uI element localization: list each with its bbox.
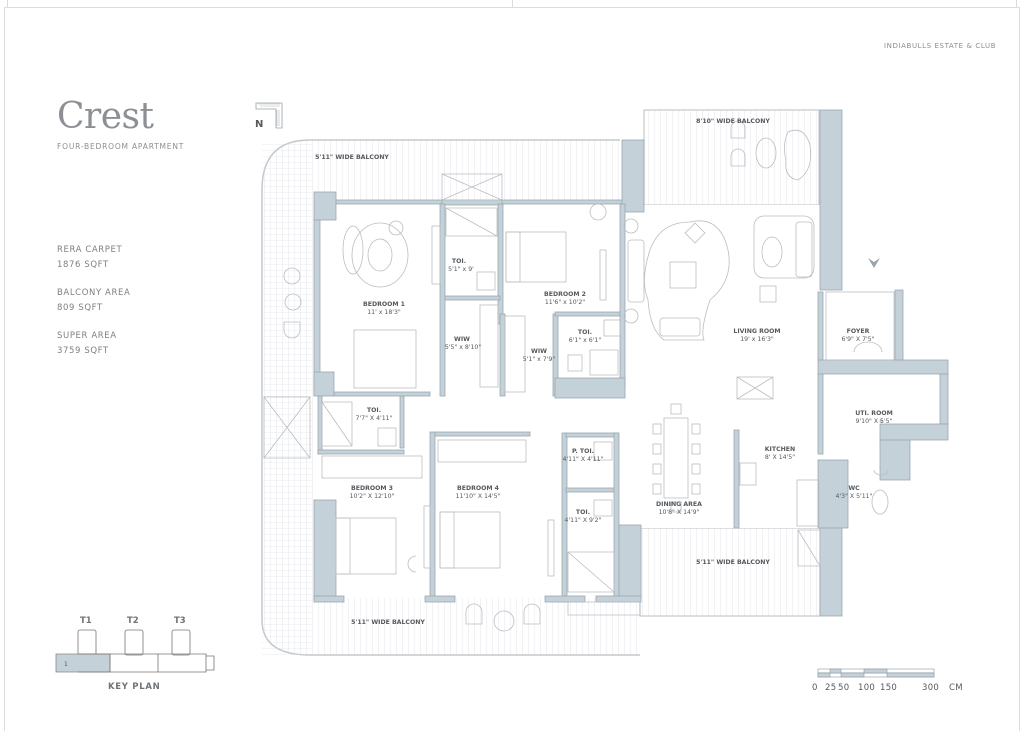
scale-tick: 150 [880,683,898,693]
key-plan-label: KEY PLAN [108,682,161,692]
key-plan-unit-number: 1 [64,661,68,668]
ptoi-size: 4'11" X 4'11" [563,456,604,463]
scale-tick: 25 [825,683,837,693]
toi2-label: TOI. [578,329,592,336]
foyer-size: 6'9" X 7'5" [841,336,874,343]
balcony-se-label: 5'11" WIDE BALCONY [696,559,770,566]
area-stats: RERA CARPET 1876 SQFT BALCONY AREA 809 S… [57,243,130,372]
north-compass-icon: N [255,102,283,130]
entry-arrow-icon [868,258,880,268]
balcony-ne-label: 8'10" WIDE BALCONY [696,118,770,125]
living-room-label: LIVING ROOM [733,328,780,335]
wiw2-size: 5'1" x 7'9" [523,356,556,363]
stat-value: 3759 SQFT [57,346,109,356]
wc-label: WC [848,485,860,492]
scale-unit: CM [949,683,963,693]
page-title: Crest [57,96,154,137]
compass-label: N [255,119,263,130]
frame-right-mark [1016,0,1017,7]
stat-label: RERA CARPET [57,245,123,255]
dining-size: 10'8" X 14'9" [659,509,700,516]
stat-label: SUPER AREA [57,331,117,341]
stat-value: 1876 SQFT [57,260,109,270]
room-labels: 5'11" WIDE BALCONY 8'10" WIDE BALCONY BE… [315,118,893,626]
wiw1-label: WIW [454,336,470,343]
stat-super-area: SUPER AREA 3759 SQFT [57,329,130,359]
scale-tick: 50 [838,683,850,693]
stat-balcony-area: BALCONY AREA 809 SQFT [57,286,130,316]
balcony-se [639,527,821,617]
key-plan-tower-t1: T1 [80,616,92,626]
bedroom1-label: BEDROOM 1 [363,301,405,308]
key-plan-tower-t2: T2 [127,616,139,626]
furniture [263,120,895,632]
bedroom1-size: 11' x 18'3" [367,309,401,316]
utility-size: 9'10" X 5'5" [856,418,893,425]
scale-tick: 300 [922,683,940,693]
living-room-size: 19' x 16'3" [740,336,774,343]
page-subtitle: FOUR-BEDROOM APARTMENT [57,142,185,151]
toi3-label: TOI. [367,407,381,414]
toi1-label: TOI. [452,258,466,265]
kitchen-size: 8' X 14'5" [765,454,795,461]
key-plan-tower-t3: T3 [174,616,186,626]
key-plan-diagram [55,629,215,673]
foyer-label: FOYER [847,328,870,335]
stat-label: BALCONY AREA [57,288,131,298]
bedroom3-label: BEDROOM 3 [351,485,393,492]
brand-name: INDIABULLS ESTATE & CLUB [884,42,997,50]
scale-bar-graphic [817,668,935,678]
toi3-size: 7'7" X 4'11" [356,415,393,422]
frame-top-line [4,7,1020,8]
frame-left-line [4,7,5,731]
wiw1-size: 5'5" x 8'10" [445,344,482,351]
stat-rera-carpet: RERA CARPET 1876 SQFT [57,243,130,273]
bedroom2-label: BEDROOM 2 [544,291,586,298]
utility-label: UTI. ROOM [855,410,893,417]
ptoi-label: P. TOI. [572,448,594,455]
dining-label: DINING AREA [656,501,702,508]
bedroom3-size: 10'2" X 12'10" [350,493,395,500]
frame-right-line [1019,7,1020,731]
wc-size: 4'3" X 5'11" [836,493,873,500]
bedroom2-size: 11'6" x 10'2" [545,299,585,306]
balcony-south-label: 5'11" WIDE BALCONY [351,619,425,626]
bedroom4-size: 11'10" X 14'5" [456,493,501,500]
kitchen-label: KITCHEN [765,446,795,453]
frame-center-mark [512,0,513,7]
toi2-size: 6'1" x 6'1" [569,337,602,344]
balcony-north-label: 5'11" WIDE BALCONY [315,154,389,161]
scale-tick: 0 [812,683,818,693]
toi1-size: 5'1" x 9' [448,266,474,273]
wiw2-label: WIW [531,348,547,355]
toi4-size: 4'11" X 9'2" [565,517,602,524]
bedroom4-label: BEDROOM 4 [457,485,500,492]
toi4-label: TOI. [576,509,590,516]
frame-left-mark [7,0,8,7]
stat-value: 809 SQFT [57,303,103,313]
scale-tick: 100 [858,683,876,693]
walls [313,109,949,617]
